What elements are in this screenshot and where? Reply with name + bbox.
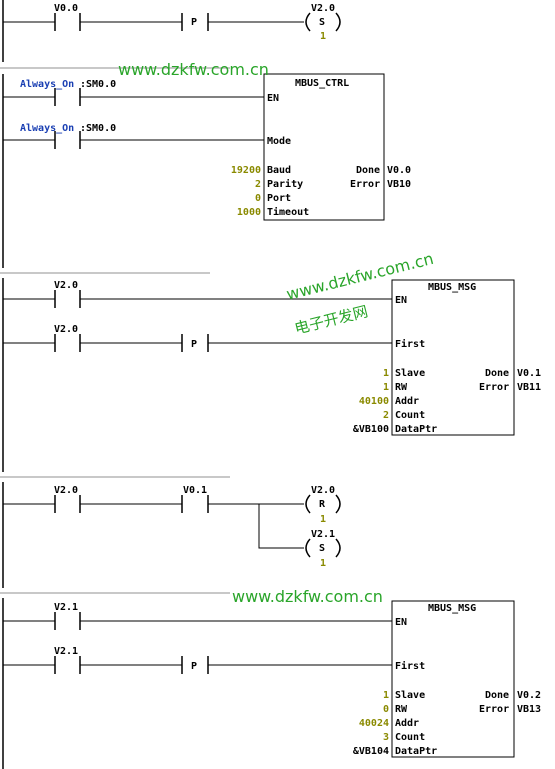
out-done: Done xyxy=(356,165,380,176)
pin-parity: Parity xyxy=(267,178,303,190)
always-on-label: Always_On xyxy=(20,123,74,134)
count-value[interactable]: 3 xyxy=(383,732,389,743)
positive-transition-contact[interactable]: P xyxy=(181,656,209,674)
out-error: Error xyxy=(479,704,509,715)
p-label: P xyxy=(191,339,197,350)
pin-rw: RW xyxy=(395,382,408,393)
out-error: Error xyxy=(479,382,509,393)
dataptr-value[interactable]: &VB100 xyxy=(353,424,389,435)
set-coil-v2-1[interactable]: V2.1 S 1 xyxy=(305,529,341,569)
count-value[interactable]: 2 xyxy=(383,410,389,421)
pin-en: EN xyxy=(395,617,407,628)
pin-addr: Addr xyxy=(395,396,419,407)
rw-value[interactable]: 0 xyxy=(383,704,389,715)
pin-en: EN xyxy=(267,93,279,104)
done-output[interactable]: V0.1 xyxy=(517,368,541,379)
coil-type: R xyxy=(319,499,326,510)
pin-timeout: Timeout xyxy=(267,206,309,218)
slave-value[interactable]: 1 xyxy=(383,368,389,379)
contact-label: V2.0 xyxy=(54,485,78,496)
rw-value[interactable]: 1 xyxy=(383,382,389,393)
always-on-address: :SM0.0 xyxy=(80,79,116,90)
done-output[interactable]: V0.0 xyxy=(387,165,411,176)
watermark-url: www.dzkfw.com.cn xyxy=(232,587,383,606)
pin-slave: Slave xyxy=(395,690,425,701)
timeout-value[interactable]: 1000 xyxy=(237,207,261,218)
coil-address: V2.0 xyxy=(311,485,335,496)
coil-type: S xyxy=(319,543,325,554)
p-label: P xyxy=(191,661,197,672)
contact-v2-0[interactable]: V2.0 xyxy=(54,324,81,352)
out-error: Error xyxy=(350,179,380,190)
always-on-address: :SM0.0 xyxy=(80,123,116,134)
watermark-site: 电子开发网 xyxy=(293,302,370,338)
pin-first: First xyxy=(395,660,425,672)
baud-value[interactable]: 19200 xyxy=(231,165,261,176)
parity-value[interactable]: 2 xyxy=(255,179,261,190)
mbus-ctrl-block[interactable]: MBUS_CTRL EN Mode Baud Parity Port Timeo… xyxy=(263,73,385,221)
mbus-msg-block[interactable]: MBUS_MSG EN First Slave RW Addr Count Da… xyxy=(391,279,515,436)
block-title: MBUS_CTRL xyxy=(295,78,349,89)
pin-addr: Addr xyxy=(395,718,419,729)
done-output[interactable]: V0.2 xyxy=(517,690,541,701)
pin-first: First xyxy=(395,338,425,350)
contact-label: V2.1 xyxy=(54,646,78,657)
out-done: Done xyxy=(485,368,509,379)
block-title: MBUS_MSG xyxy=(428,282,476,293)
contact-v2-1[interactable]: V2.1 xyxy=(54,646,81,674)
pin-en: EN xyxy=(395,295,407,306)
contact-v0-0[interactable]: V0.0 xyxy=(54,3,81,31)
error-output[interactable]: VB11 xyxy=(517,382,541,393)
network-1: V0.0 P V2.0 S 1 xyxy=(3,3,341,42)
pin-baud: Baud xyxy=(267,165,291,176)
contact-label: V2.0 xyxy=(54,280,78,291)
contact-always-on-1[interactable] xyxy=(54,88,81,106)
block-title: MBUS_MSG xyxy=(428,603,476,614)
network-4: V2.0 V0.1 V2.0 R 1 V2.1 S 1 xyxy=(3,485,341,569)
p-label: P xyxy=(191,17,197,28)
port-value[interactable]: 0 xyxy=(255,193,261,204)
contact-v0-1[interactable]: V0.1 xyxy=(181,485,209,513)
contact-label: V2.1 xyxy=(54,602,78,613)
contact-label: V0.0 xyxy=(54,3,78,14)
positive-transition-contact[interactable]: P xyxy=(181,13,209,31)
network-2: Always_On :SM0.0 Always_On :SM0.0 MBUS_C… xyxy=(3,73,411,221)
pin-count: Count xyxy=(395,410,425,421)
contact-label: V2.0 xyxy=(54,324,78,335)
contact-v2-1[interactable]: V2.1 xyxy=(54,602,81,630)
pin-slave: Slave xyxy=(395,368,425,379)
contact-v2-0[interactable]: V2.0 xyxy=(54,280,81,308)
out-done: Done xyxy=(485,690,509,701)
pin-dataptr: DataPtr xyxy=(395,424,437,435)
pin-port: Port xyxy=(267,193,291,204)
addr-value[interactable]: 40024 xyxy=(359,718,389,729)
watermark-url: www.dzkfw.com.cn xyxy=(118,60,269,79)
error-output[interactable]: VB10 xyxy=(387,179,411,190)
addr-value[interactable]: 40100 xyxy=(359,396,389,407)
coil-address: V2.0 xyxy=(311,3,335,14)
coil-address: V2.1 xyxy=(311,529,335,540)
network-3: V2.0 V2.0 P MBUS_MSG EN First Slave RW A… xyxy=(3,279,541,436)
contact-label: V0.1 xyxy=(183,485,207,496)
pin-rw: RW xyxy=(395,704,408,715)
mbus-msg-block[interactable]: MBUS_MSG EN First Slave RW Addr Count Da… xyxy=(391,600,515,758)
dataptr-value[interactable]: &VB104 xyxy=(353,746,389,757)
slave-value[interactable]: 1 xyxy=(383,690,389,701)
coil-type: S xyxy=(319,17,325,28)
error-output[interactable]: VB13 xyxy=(517,704,541,715)
coil-count: 1 xyxy=(320,514,326,525)
coil-count: 1 xyxy=(320,31,326,42)
set-coil-v2-0[interactable]: V2.0 S 1 xyxy=(305,3,341,42)
network-5: V2.1 V2.1 P MBUS_MSG EN First Slave RW A… xyxy=(3,600,541,758)
always-on-label: Always_On xyxy=(20,79,74,90)
contact-v2-0[interactable]: V2.0 xyxy=(54,485,81,513)
coil-count: 1 xyxy=(320,558,326,569)
pin-mode: Mode xyxy=(267,136,291,147)
pin-dataptr: DataPtr xyxy=(395,746,437,757)
reset-coil-v2-0[interactable]: V2.0 R 1 xyxy=(305,485,341,525)
pin-count: Count xyxy=(395,732,425,743)
positive-transition-contact[interactable]: P xyxy=(181,334,209,352)
watermark-site-name: 电子开发网 xyxy=(293,302,370,338)
